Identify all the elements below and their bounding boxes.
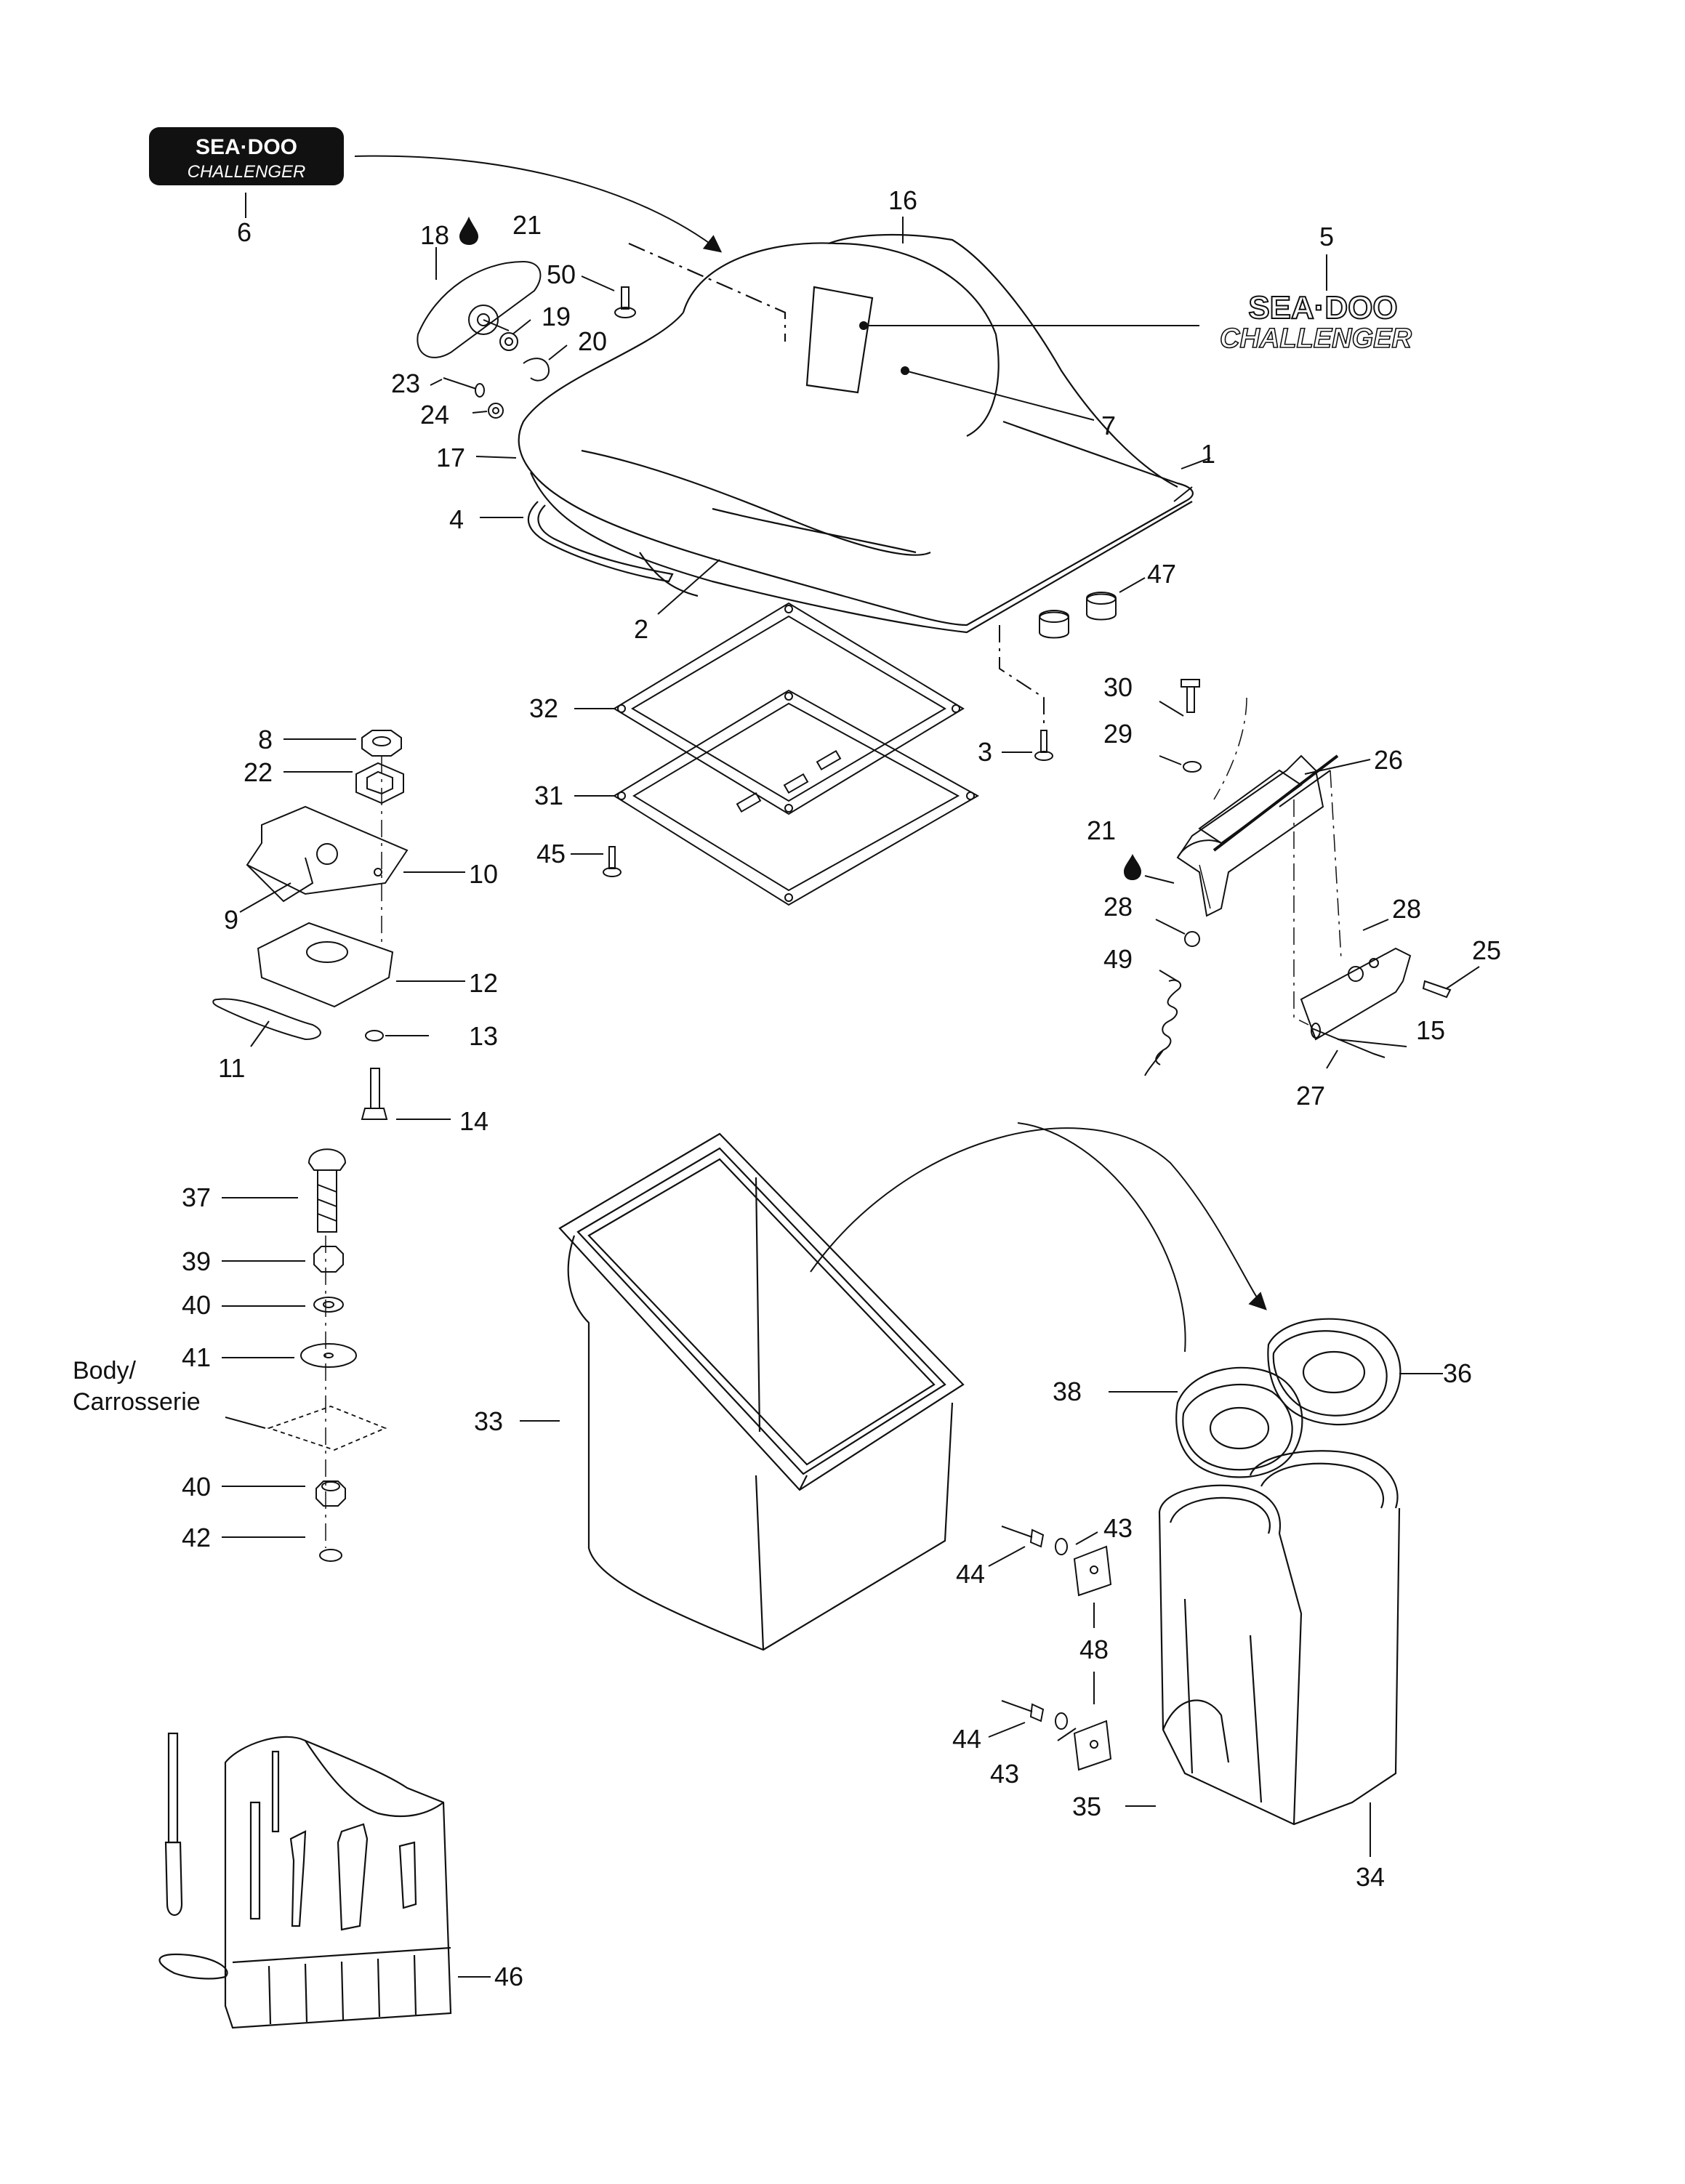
lid-36 bbox=[1267, 1318, 1402, 1426]
callout-30: 30 bbox=[1103, 672, 1133, 702]
decal-6-badge: SEA·DOO CHALLENGER bbox=[149, 127, 344, 185]
bumper-stack bbox=[300, 1148, 357, 1562]
storage-bin-33 bbox=[558, 1132, 965, 1651]
callout-39: 39 bbox=[182, 1246, 212, 1276]
callout-1: 1 bbox=[1201, 439, 1216, 469]
decal-6-brand-text: SEA·DOO bbox=[196, 135, 297, 159]
callout-8: 8 bbox=[258, 725, 273, 754]
callout-37: 37 bbox=[182, 1182, 212, 1212]
callout-2: 2 bbox=[634, 614, 649, 644]
callout-9: 9 bbox=[224, 905, 239, 935]
arrow-decal-to-seat bbox=[354, 155, 723, 253]
screws-3-45 bbox=[603, 730, 1053, 877]
callout-38: 38 bbox=[1053, 1377, 1082, 1406]
decal-5-brand-text: SEA·DOO bbox=[1248, 290, 1397, 326]
decal-6-model-text: CHALLENGER bbox=[188, 162, 306, 182]
gasket-32 bbox=[613, 602, 965, 815]
decal-5-model-text: CHALLENGER bbox=[1220, 323, 1412, 354]
callout-7: 7 bbox=[1101, 411, 1117, 440]
callout-10: 10 bbox=[469, 859, 499, 889]
latch-assembly bbox=[212, 730, 409, 1120]
callout-22: 22 bbox=[244, 757, 273, 787]
callout-21a: 21 bbox=[512, 210, 542, 240]
callout-43a: 43 bbox=[1103, 1513, 1133, 1543]
callout-11: 11 bbox=[218, 1053, 246, 1083]
callout-47: 47 bbox=[1147, 559, 1177, 589]
callout-26: 26 bbox=[1374, 745, 1404, 775]
callout-32: 32 bbox=[529, 693, 559, 723]
callout-12: 12 bbox=[469, 968, 499, 998]
callout-20: 20 bbox=[578, 326, 608, 356]
cup-holder-34-35 bbox=[1158, 1450, 1401, 1826]
callout-50: 50 bbox=[547, 259, 576, 289]
grommets-47 bbox=[1039, 592, 1117, 639]
callout-25: 25 bbox=[1472, 935, 1502, 965]
callout-42: 42 bbox=[182, 1523, 212, 1552]
callout-14: 14 bbox=[459, 1106, 489, 1136]
rivets-plates bbox=[1001, 1526, 1112, 1771]
lid-38 bbox=[1175, 1366, 1303, 1478]
callout-44b: 44 bbox=[952, 1724, 982, 1754]
callout-6: 6 bbox=[237, 217, 252, 247]
gasket-31 bbox=[613, 689, 980, 906]
body-panel-section bbox=[267, 1406, 387, 1451]
oil-drop-icon-21a bbox=[459, 217, 478, 245]
callout-23: 23 bbox=[391, 368, 421, 398]
callout-17: 17 bbox=[436, 443, 466, 472]
callout-19: 19 bbox=[542, 302, 571, 331]
callout-15: 15 bbox=[1416, 1015, 1446, 1045]
seat-assembly bbox=[518, 233, 1194, 634]
small-parts-top bbox=[443, 286, 636, 419]
callout-43b: 43 bbox=[990, 1759, 1020, 1789]
callout-27: 27 bbox=[1296, 1081, 1326, 1111]
callout-44a: 44 bbox=[956, 1559, 986, 1589]
callout-49: 49 bbox=[1103, 944, 1133, 974]
callout-28b: 28 bbox=[1392, 894, 1422, 924]
callout-13: 13 bbox=[469, 1021, 499, 1051]
callout-40a: 40 bbox=[182, 1290, 212, 1320]
callout-16: 16 bbox=[888, 185, 918, 215]
body-label-line1: Body/ bbox=[73, 1357, 136, 1385]
callout-35: 35 bbox=[1072, 1792, 1102, 1821]
tool-kit-46 bbox=[158, 1732, 452, 2029]
callout-24: 24 bbox=[420, 400, 450, 430]
arrow-lids-to-bin bbox=[810, 1127, 1267, 1310]
callout-31: 31 bbox=[534, 781, 564, 810]
callout-21b: 21 bbox=[1087, 815, 1117, 845]
callout-5: 5 bbox=[1319, 222, 1335, 251]
callout-3: 3 bbox=[978, 737, 993, 767]
callout-45: 45 bbox=[536, 839, 566, 869]
latch-plate-18 bbox=[417, 260, 542, 358]
callout-41: 41 bbox=[182, 1342, 212, 1372]
callout-36: 36 bbox=[1443, 1358, 1473, 1388]
callout-28a: 28 bbox=[1103, 892, 1133, 922]
callout-29: 29 bbox=[1103, 719, 1133, 749]
callout-34: 34 bbox=[1356, 1862, 1386, 1892]
callout-48: 48 bbox=[1079, 1635, 1109, 1664]
callout-4: 4 bbox=[449, 504, 465, 534]
oil-drop-icon-21b bbox=[1124, 854, 1141, 880]
body-label-line2: Carrosserie bbox=[73, 1387, 201, 1416]
callout-46: 46 bbox=[494, 1962, 524, 1991]
callout-40b: 40 bbox=[182, 1472, 212, 1502]
callout-18: 18 bbox=[420, 220, 450, 250]
callout-33: 33 bbox=[474, 1406, 504, 1436]
decal-5-outline: SEA·DOO CHALLENGER bbox=[1219, 289, 1412, 355]
body-label: Body/ Carrosserie bbox=[73, 1355, 201, 1417]
hinge-assembly bbox=[1144, 679, 1452, 1076]
